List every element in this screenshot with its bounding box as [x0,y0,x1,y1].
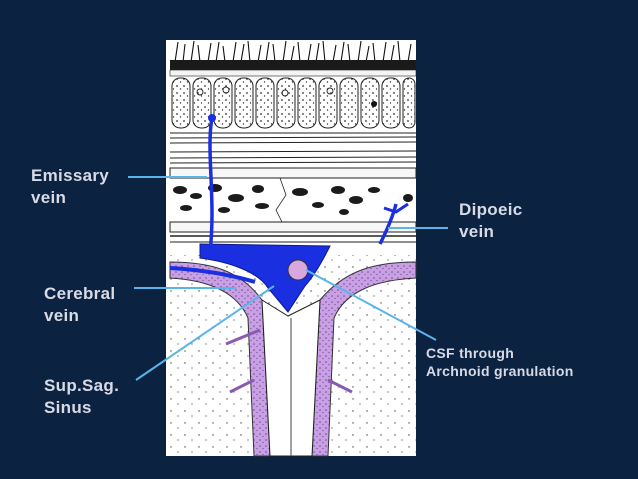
skin-layer [170,60,416,70]
sup-sag-sinus-label: Sup.Sag. Sinus [44,376,120,417]
scalp-hair [174,40,412,63]
pointer-lines [128,176,448,381]
csf-arachnoid-label: CSF through Archnoid granulation [426,345,574,379]
dipoeic-vein-label: Dipoeic vein [459,200,523,241]
arachnoid-granulation [287,259,309,281]
hair-follicles [171,77,416,129]
emissary-vein [208,117,214,253]
arachnoid-left [169,261,271,457]
emissary-vein-label: Emissary vein [31,166,110,207]
arachnoid-right [311,261,417,457]
cerebral-vein-label: Cerebral vein [44,284,116,325]
dipoeic-vein [378,203,398,245]
diploe [173,184,413,215]
cerebral-vein [169,266,256,284]
